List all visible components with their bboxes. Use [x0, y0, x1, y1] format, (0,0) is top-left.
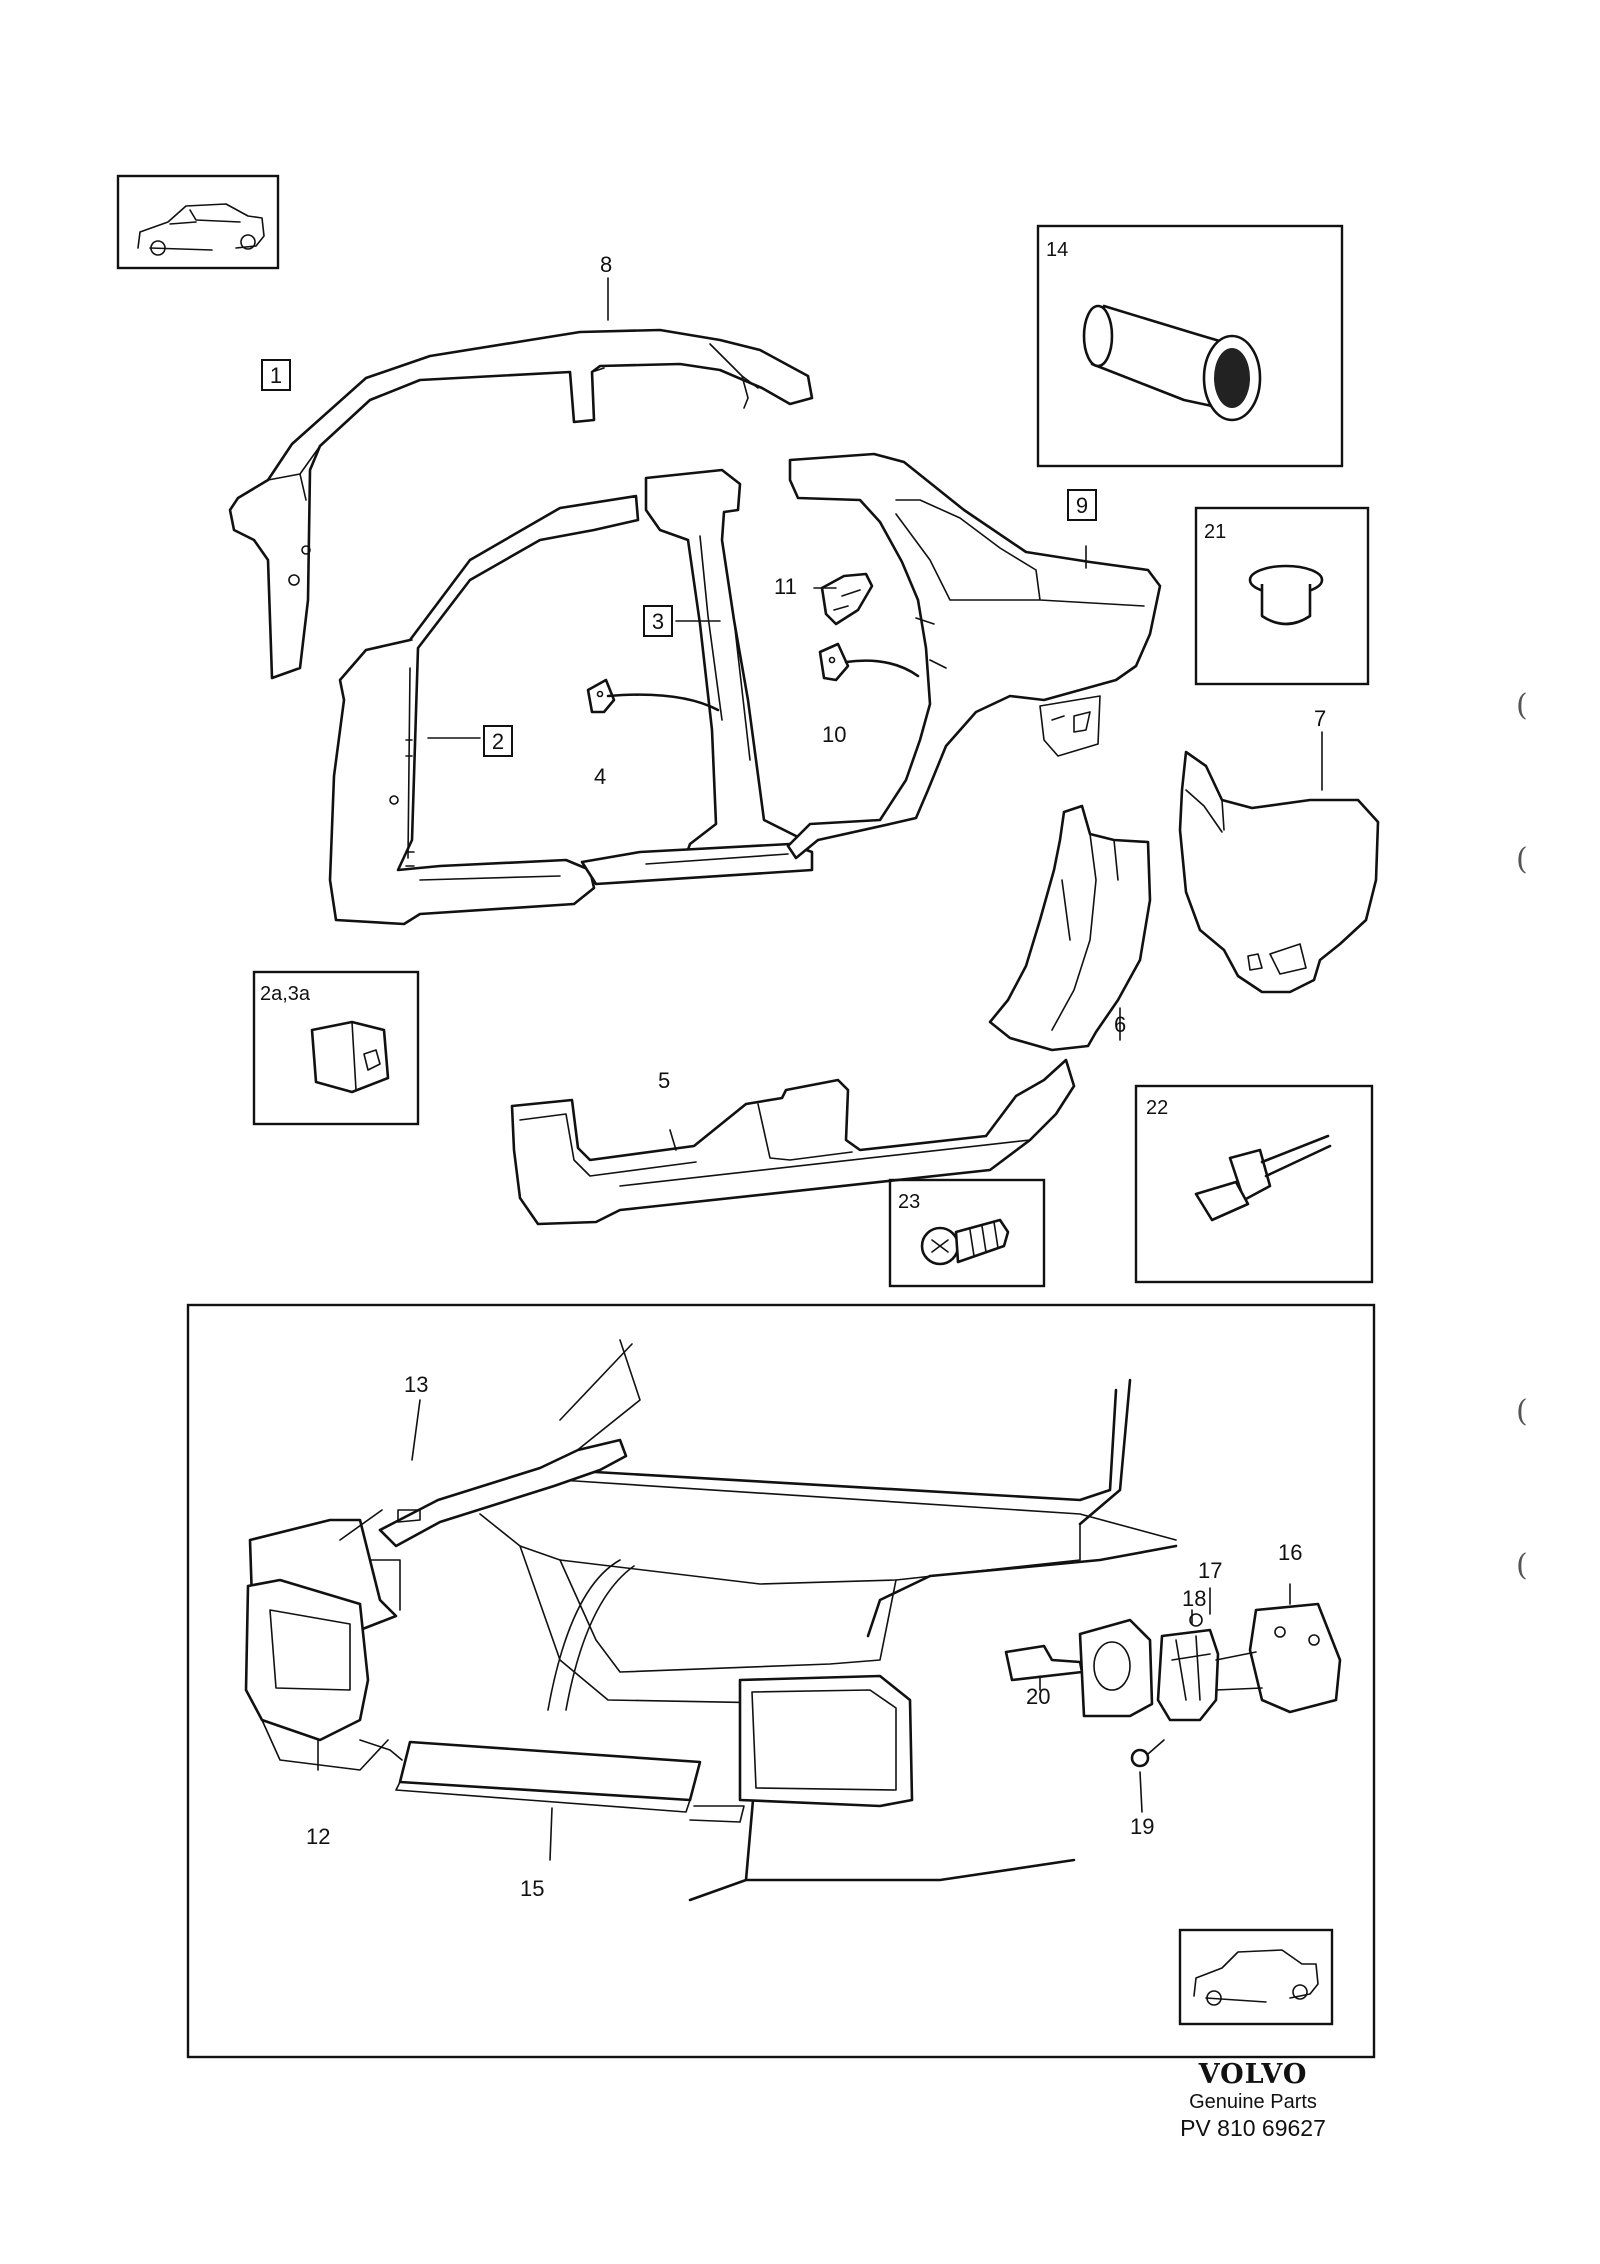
callout-13-text: 13: [404, 1372, 428, 1397]
callout-4-text: 4: [594, 764, 606, 789]
callout-12-text: 12: [306, 1824, 330, 1849]
inset-23-label: 23: [898, 1191, 920, 1213]
callout-3: 3: [643, 605, 673, 637]
inset-part-14-sleeve: [1036, 224, 1344, 468]
callout-1-text: 1: [270, 363, 282, 388]
inset-part-2a-3a: [252, 970, 420, 1126]
callout-2: 2: [483, 725, 513, 757]
trunk-opening-drawing: [244, 1339, 1178, 1902]
edge-mark: (: [1516, 842, 1528, 877]
callout-15-text: 15: [520, 1876, 544, 1901]
callout-19-text: 19: [1130, 1814, 1154, 1839]
callout-16-text: 16: [1278, 1540, 1302, 1565]
callout-9: 9: [1067, 489, 1097, 521]
trunk-section-frame: [186, 1303, 1376, 2059]
edge-mark: (: [1516, 1548, 1528, 1583]
callout-7-text: 7: [1314, 706, 1326, 731]
callout-9-text: 9: [1076, 493, 1088, 518]
edge-mark: (: [1516, 1394, 1528, 1429]
callout-10-text: 10: [822, 722, 846, 747]
callout-6-text: 6: [1114, 1012, 1126, 1037]
inset-22-label: 22: [1146, 1097, 1168, 1119]
callout-20-text: 20: [1026, 1684, 1050, 1709]
callout-1: 1: [261, 359, 291, 391]
inset-14-label: 14: [1046, 239, 1068, 261]
sill-part-5: [510, 1058, 1076, 1226]
callout-11-text: 11: [774, 574, 797, 599]
rear-quarter-panel-part-7: [1178, 750, 1380, 994]
roof-frame-part-8: [228, 328, 814, 680]
callout-18-text: 18: [1182, 1586, 1206, 1611]
brackets-4-10-11: [586, 572, 920, 714]
car-thumbnail-bottom: [1178, 1928, 1334, 2026]
trunk-lock-parts-16-20: [1004, 1602, 1342, 1768]
part-diagram-code: PV 810 69627: [1180, 2115, 1326, 2141]
callout-5-text: 5: [658, 1068, 670, 1093]
brand-logo: VOLVO: [1198, 2059, 1308, 2090]
inset-part-21-plug: [1194, 506, 1370, 686]
inset-part-23-screw: [888, 1178, 1046, 1288]
body-side-assembly: [328, 452, 1162, 926]
inset-part-22-rivet: [1134, 1084, 1374, 1284]
volvo-logo-block: VOLVO Genuine Parts PV 810 69627: [1168, 2060, 1338, 2142]
callout-3-text: 3: [652, 609, 664, 634]
genuine-parts-label: Genuine Parts: [1189, 2091, 1317, 2113]
wheel-arch-part-6: [988, 804, 1152, 1052]
inset-2a-3a-label: 2a,3a: [260, 983, 311, 1005]
callout-17-text: 17: [1198, 1558, 1222, 1583]
inset-21-label: 21: [1204, 521, 1226, 543]
callout-8-text: 8: [600, 252, 612, 277]
edge-mark: (: [1516, 688, 1528, 723]
callout-2-text: 2: [492, 729, 504, 754]
car-thumbnail-top: [116, 174, 280, 270]
leader-lines: [317, 277, 1323, 1861]
